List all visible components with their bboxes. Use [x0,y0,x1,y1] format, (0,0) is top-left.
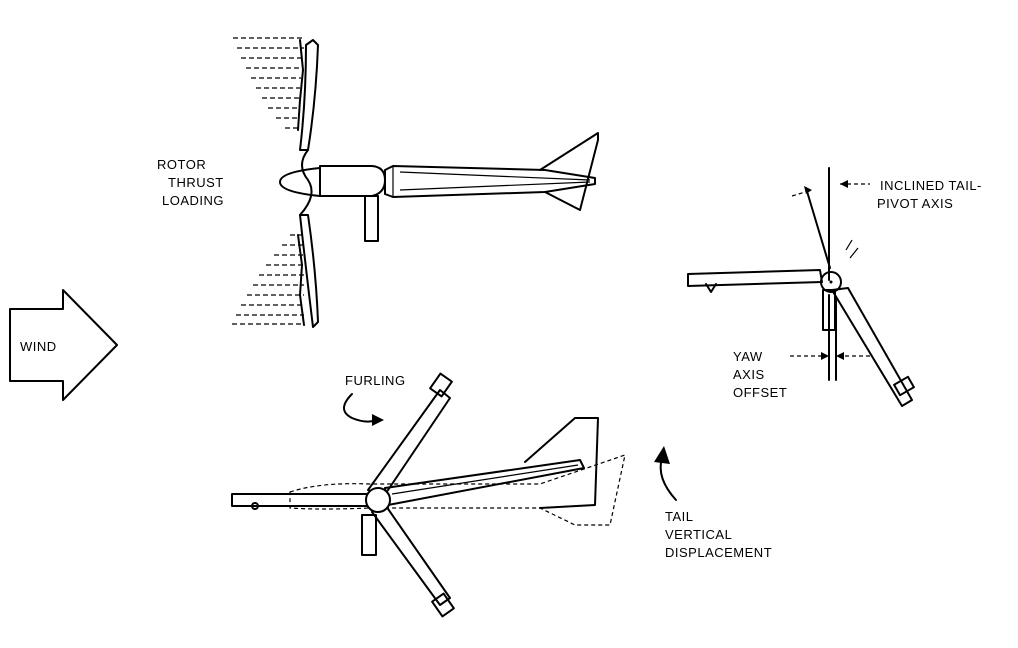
wind-arrow [9,289,118,401]
yaw-offset-label-2: AXIS [733,367,765,382]
furled-turbine-view [231,372,626,618]
tail-displacement-arrow [654,446,677,501]
tail-label-1: TAIL [665,509,694,524]
side-view [687,167,915,407]
furling-arrow [343,393,384,426]
rotor-thrust-label-2: THRUST [168,175,224,190]
yaw-offset-label-3: OFFSET [733,385,788,400]
top-turbine-view [232,37,599,328]
thrust-load-lower [232,234,305,326]
rotor-thrust-label-3: LOADING [162,193,225,208]
tail-label-3: DISPLACEMENT [665,545,773,560]
thrust-load-upper [233,37,305,131]
inclined-axis-label-1: INCLINED TAIL- [880,178,982,193]
inclined-axis-label-2: PIVOT AXIS [877,196,954,211]
tail-label-2: VERTICAL [665,527,733,542]
wind-label: WIND [20,339,57,354]
yaw-offset-label-1: YAW [733,349,763,364]
furling-label: FURLING [345,373,406,388]
rotor-thrust-label-1: ROTOR [157,157,207,172]
